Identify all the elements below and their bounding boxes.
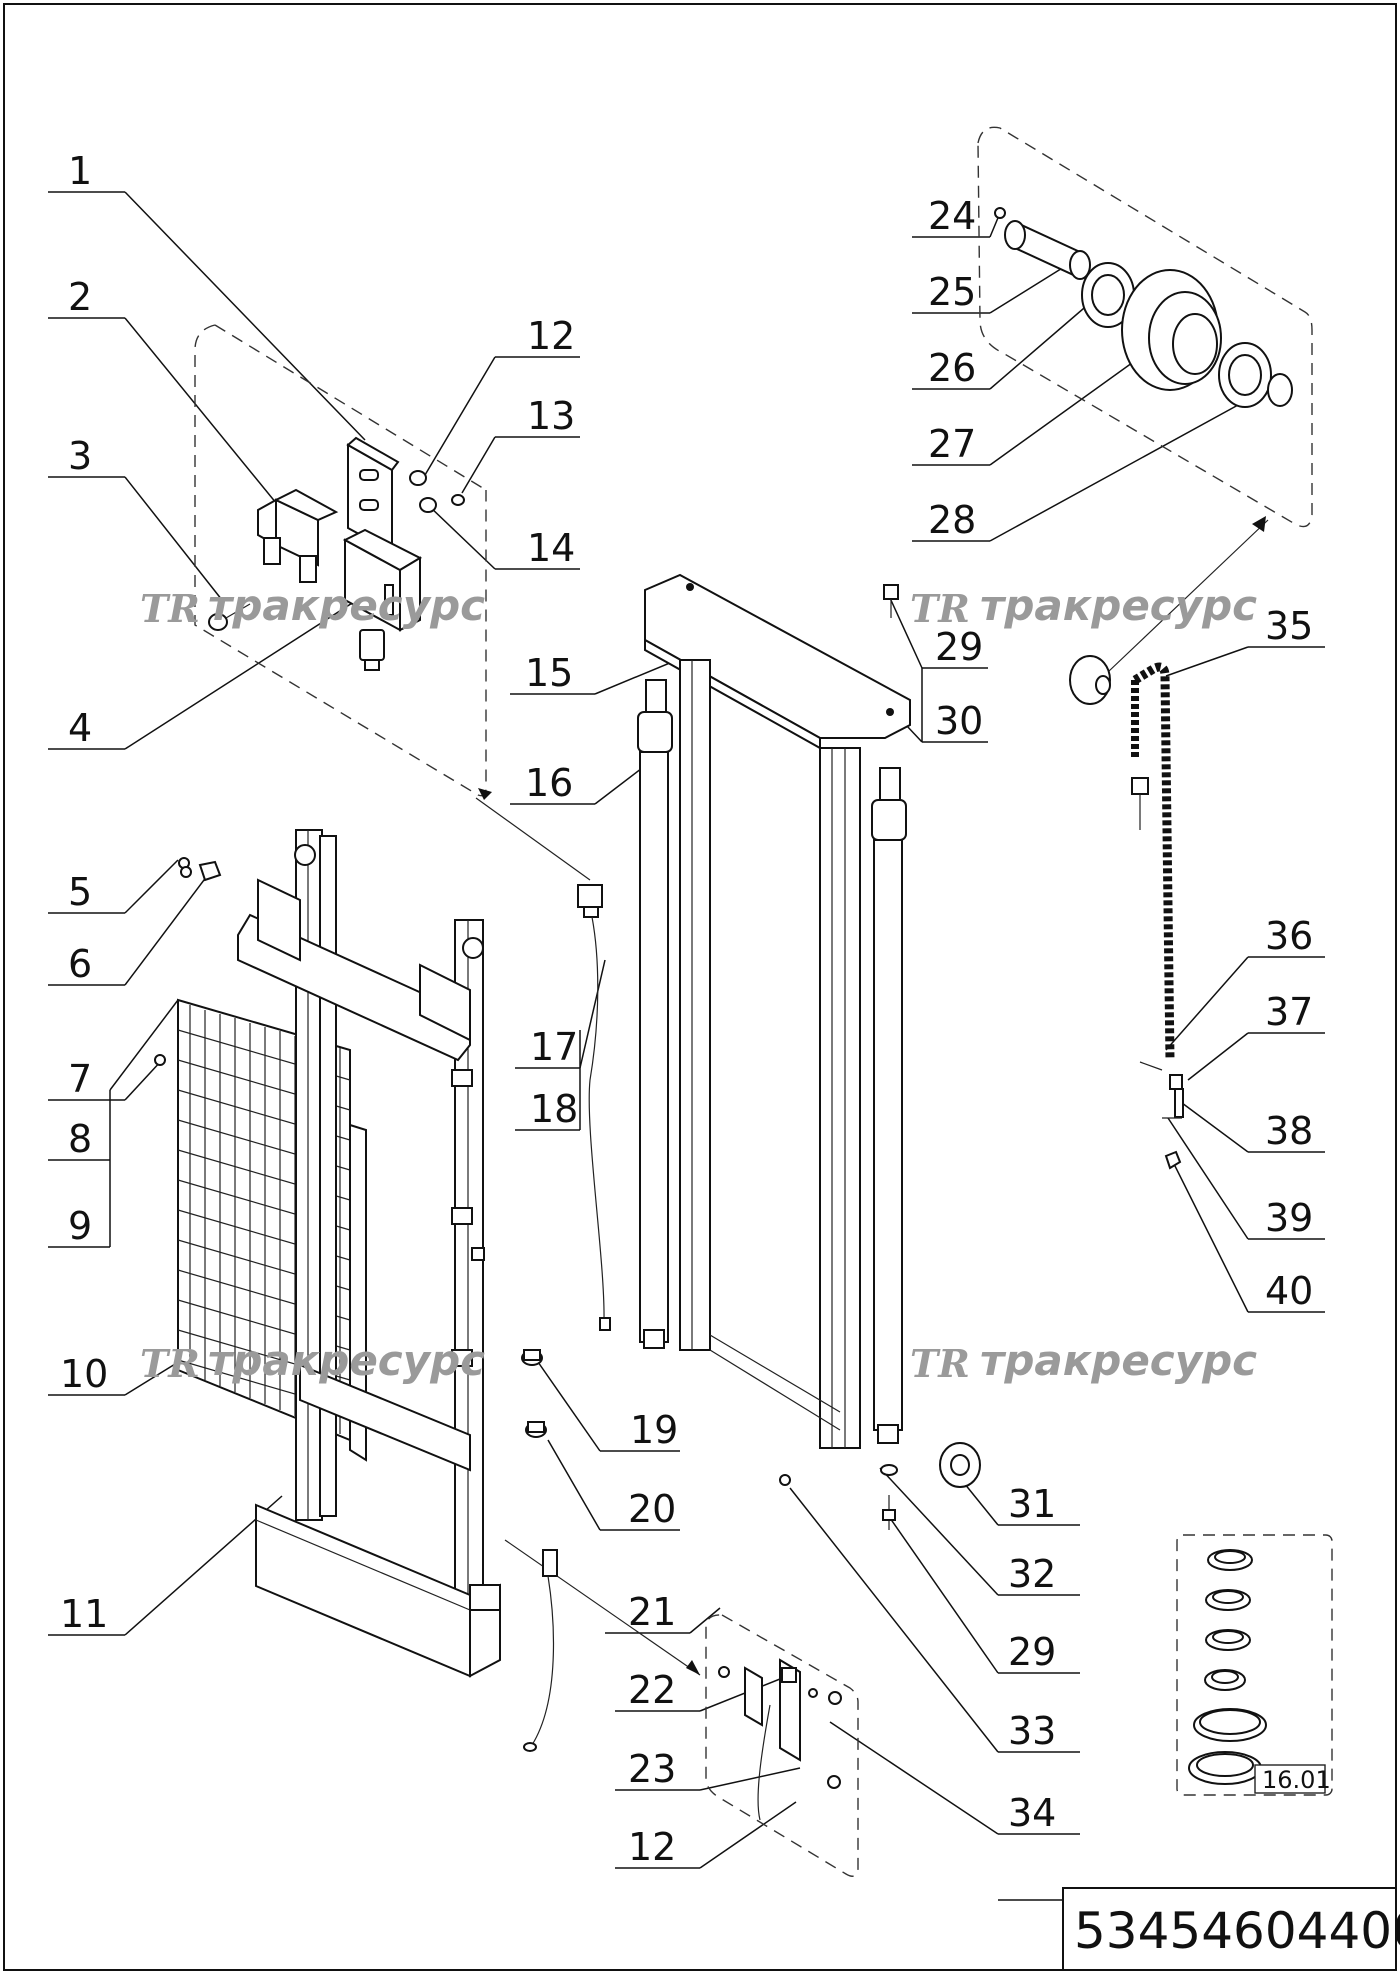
callout-36: 36 [1265, 914, 1313, 958]
svg-text:тракресурс: тракресурс [208, 581, 485, 630]
chain-assembly [1069, 655, 1184, 1170]
callout-25: 25 [928, 270, 976, 314]
callout-13: 13 [527, 394, 575, 438]
callout-38: 38 [1265, 1109, 1313, 1153]
callout-29b: 29 [1008, 1630, 1056, 1674]
callout-37: 37 [1265, 990, 1313, 1034]
callout-12b: 12 [628, 1825, 676, 1869]
callout-33: 33 [1008, 1709, 1056, 1753]
callout-22: 22 [628, 1668, 676, 1712]
callout-21: 21 [628, 1590, 676, 1634]
callout-20: 20 [628, 1487, 676, 1531]
callout-19: 19 [630, 1408, 678, 1452]
callout-26: 26 [928, 346, 976, 390]
callout-10: 10 [60, 1352, 108, 1396]
callout-18: 18 [530, 1087, 578, 1131]
callout-12: 12 [527, 314, 575, 358]
watermark-3: TR тракресурс [140, 1336, 485, 1386]
leader-lines [48, 191, 1325, 1901]
watermark-4: TR тракресурс [910, 1336, 1257, 1386]
callout-14: 14 [527, 526, 575, 570]
svg-text:TR: TR [910, 586, 970, 631]
callout-40: 40 [1265, 1269, 1313, 1313]
callout-29: 29 [935, 625, 983, 669]
svg-text:TR: TR [140, 1341, 200, 1386]
svg-text:TR: TR [910, 1341, 970, 1386]
callout-28: 28 [928, 498, 976, 542]
callout-11: 11 [60, 1592, 108, 1636]
callout-15: 15 [525, 651, 573, 695]
callout-31: 31 [1008, 1482, 1056, 1526]
svg-text:тракресурс: тракресурс [208, 1336, 485, 1385]
callout-17: 17 [530, 1025, 578, 1069]
callout-2: 2 [68, 275, 92, 319]
svg-text:тракресурс: тракресурс [980, 1336, 1257, 1385]
callout-39: 39 [1265, 1196, 1313, 1240]
callout-9: 9 [68, 1204, 92, 1248]
callout-23: 23 [628, 1747, 676, 1791]
svg-text:TR: TR [140, 586, 200, 631]
callout-27: 27 [928, 422, 976, 466]
callout-16: 16 [525, 761, 573, 805]
callout-1: 1 [68, 149, 92, 193]
callout-4: 4 [68, 706, 92, 750]
callout-8: 8 [68, 1117, 92, 1161]
callout-3: 3 [68, 434, 92, 478]
watermark-1: TR тракресурс [140, 581, 485, 631]
svg-text:16.01: 16.01 [1262, 1766, 1331, 1794]
callout-numbers: 1 2 3 4 5 6 7 8 9 10 11 12 13 14 15 16 1… [60, 149, 1313, 1869]
sensor-cable [577, 884, 611, 1331]
callout-32: 32 [1008, 1552, 1056, 1596]
subassembly-tag: 16.01 [1254, 1764, 1331, 1794]
switch-assembly [208, 436, 465, 671]
mast-assembly [637, 573, 981, 1530]
callout-5: 5 [68, 870, 92, 914]
watermark-2: TR тракресурс [910, 581, 1257, 631]
callout-35: 35 [1265, 604, 1313, 648]
carriage-assembly [154, 829, 558, 1752]
drawing-number-box: 534546044001 [1062, 1887, 1400, 1971]
drawing-number: 534546044001 [1074, 1902, 1400, 1960]
callout-34: 34 [1008, 1791, 1056, 1835]
pulley-assembly [994, 207, 1293, 408]
sheet-border [3, 3, 1397, 1971]
seal-kit [1188, 1549, 1267, 1785]
dashed-groups [194, 126, 1333, 1877]
sensor-bracket [718, 1658, 842, 1821]
svg-text:тракресурс: тракресурс [980, 581, 1257, 630]
callout-7: 7 [68, 1057, 92, 1101]
callout-6: 6 [68, 942, 92, 986]
callout-24: 24 [928, 194, 976, 238]
callout-30: 30 [935, 699, 983, 743]
